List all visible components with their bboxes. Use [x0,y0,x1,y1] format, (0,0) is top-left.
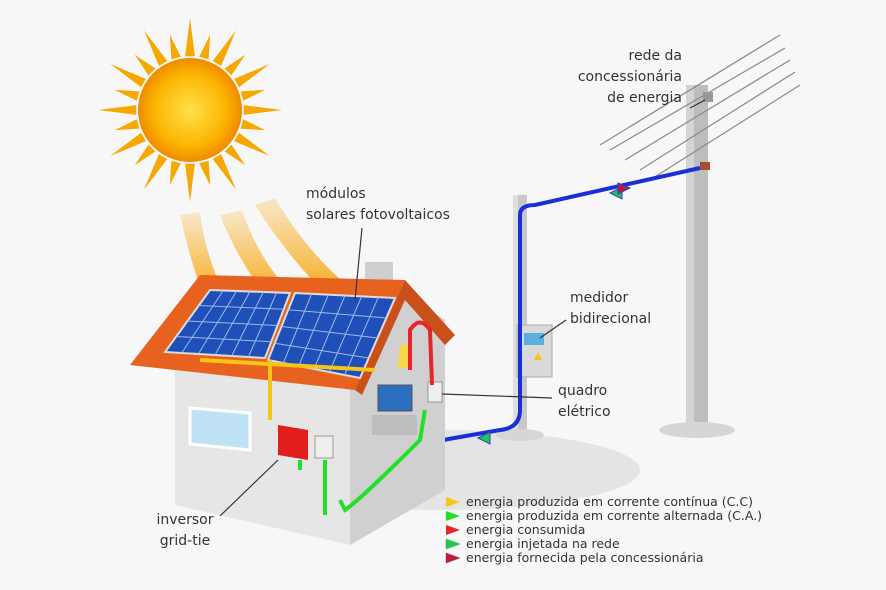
legend-label: energia produzida em corrente contínua (… [466,494,753,509]
sun-ray [240,119,266,131]
grid-cable [442,166,701,442]
meter-label-line: bidirecional [570,311,652,327]
sun-ray [185,18,195,57]
legend-arrow-icon [446,511,460,521]
grid-label-line: de energia [607,90,682,106]
sun-ray [169,160,181,186]
grid-label: rede da concessionária de energia [560,46,682,109]
sun-ray [98,105,137,115]
legend-arrow-icon [446,497,460,507]
sun-ray [134,54,156,76]
sun-ray [185,163,195,202]
ac-wiring [298,409,427,515]
legend-item: energia produzida em corrente contínua (… [446,495,762,509]
legend: energia produzida em corrente contínua (… [446,495,762,565]
panel-label-line: quadro [558,383,608,399]
sun-ray [243,105,282,115]
modules-label-line: módulos [306,186,366,202]
meter-pole [496,195,553,441]
panel-label: quadro elétrico [558,381,611,423]
sun-ray [110,132,146,156]
legend-label: energia produzida em corrente alternada … [466,508,763,523]
sun-ray [212,30,236,66]
inverter-label-line: grid-tie [159,533,211,549]
legend-item: energia consumida [446,523,762,537]
legend-label: energia consumida [466,522,586,537]
sun-ray [199,34,211,60]
sun-ray [114,119,140,131]
legend-item: energia produzida em corrente alternada … [446,509,762,523]
legend-arrow-icon [446,525,460,535]
sun-ray [144,30,168,66]
legend-arrow-icon [446,553,460,563]
modules-label: módulos solares fotovoltaicos [306,184,450,226]
meter-label-line: medidor [570,290,629,306]
inverter-label-line: inversor [156,512,214,528]
consumption-wiring [408,320,434,386]
inverter-label: inversor grid-tie [140,510,230,552]
grid-label-line: concessionária [577,69,682,85]
sun-ray [234,132,270,156]
panel-label-line: elétrico [558,404,611,420]
legend-item: energia injetada na rede [446,537,762,551]
sun-ray [224,54,246,76]
dc-wiring [199,358,376,420]
grid-label-line: rede da [628,48,682,64]
sun-ray [224,144,246,166]
legend-arrow-icon [446,539,460,549]
sun-ray [240,89,266,101]
sun-ray [199,160,211,186]
sun-ray [234,64,270,88]
sun-ray [144,154,168,190]
sun-ray [110,64,146,88]
meter-label: medidor bidirecional [570,288,651,330]
legend-item: energia fornecida pela concessionária [446,551,762,565]
sun-ray [212,154,236,190]
modules-label-line: solares fotovoltaicos [306,207,450,223]
sun-icon [98,18,282,202]
legend-label: energia fornecida pela concessionária [466,550,704,565]
sun-ray [169,34,181,60]
legend-label: energia injetada na rede [466,536,620,551]
sun-ray [134,144,156,166]
solar-panels [163,288,397,380]
sun-ray [114,89,140,101]
